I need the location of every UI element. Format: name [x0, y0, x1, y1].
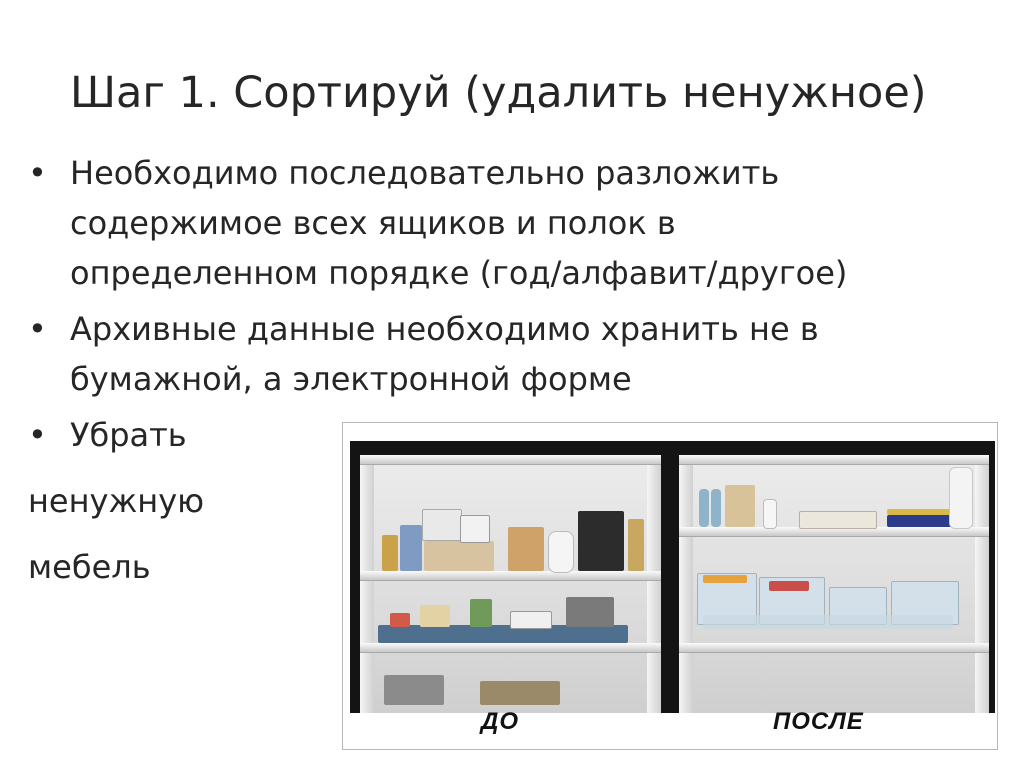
bullet-line: бумажной, а электронной форме [70, 360, 632, 398]
cabinet-side [360, 455, 374, 713]
bullet-line: Архивные данные необходимо хранить не в [70, 310, 819, 348]
shelf [360, 643, 661, 653]
box-item [400, 525, 422, 571]
box-item [510, 611, 552, 629]
before-after-photo: ДО ПОСЛЕ [342, 422, 998, 750]
bullet-line: Необходимо последовательно разложить [70, 154, 780, 192]
continuation-line: ненужную [28, 482, 205, 520]
after-label: ПОСЛЕ [773, 708, 864, 735]
cabinet-side [679, 455, 693, 713]
glue-item [763, 499, 777, 529]
box-item [422, 509, 462, 541]
continuation-line: мебель [28, 548, 151, 586]
box-item [424, 541, 494, 571]
organizer-contents [769, 581, 809, 591]
organizer-contents [703, 575, 747, 583]
box-item [420, 605, 450, 627]
binder-item [887, 509, 961, 515]
organizer-row [703, 615, 953, 629]
cabinet-before [360, 455, 661, 713]
bullet-marker: • [28, 154, 47, 192]
box-item [566, 597, 614, 627]
box-item [725, 485, 755, 527]
before-label: ДО [481, 708, 519, 735]
bullet-item: • Убрать [28, 410, 988, 460]
machine-item [578, 511, 624, 571]
box-item [508, 527, 544, 571]
box-item [460, 515, 490, 543]
bullet-list: • Необходимо последовательно разложить с… [28, 148, 988, 592]
photo-frame [350, 441, 995, 713]
bullet-line: определенном порядке (год/алфавит/другое… [70, 254, 848, 292]
cabinet-side [975, 455, 989, 713]
bullet-line: содержимое всех ящиков и полок в [70, 204, 676, 242]
cabinet-side [647, 455, 661, 713]
bullet-line: Убрать [70, 416, 187, 454]
box-item [390, 613, 410, 627]
box-item [628, 519, 644, 571]
roll-item [548, 531, 574, 573]
roll-item [949, 467, 973, 529]
bottle-item [711, 489, 721, 527]
shelf [679, 527, 989, 537]
box-item [470, 599, 492, 627]
bottle-item [699, 489, 709, 527]
bullet-marker: • [28, 310, 47, 348]
bullet-item: • Необходимо последовательно разложить с… [28, 148, 988, 298]
cabinet-after [679, 455, 989, 713]
shelf [360, 455, 661, 465]
shelf [679, 455, 989, 465]
box-item [480, 681, 560, 705]
items-row [378, 625, 628, 643]
shelf [360, 571, 661, 581]
binder-item [887, 515, 961, 527]
shelf [679, 643, 989, 653]
slide-title: Шаг 1. Сортируй (удалить ненужное) [70, 68, 927, 118]
paper-stack [799, 511, 877, 529]
box-item [384, 675, 444, 705]
bullet-item: • Архивные данные необходимо хранить не … [28, 304, 988, 404]
box-item [382, 535, 398, 571]
bullet-marker: • [28, 416, 47, 454]
